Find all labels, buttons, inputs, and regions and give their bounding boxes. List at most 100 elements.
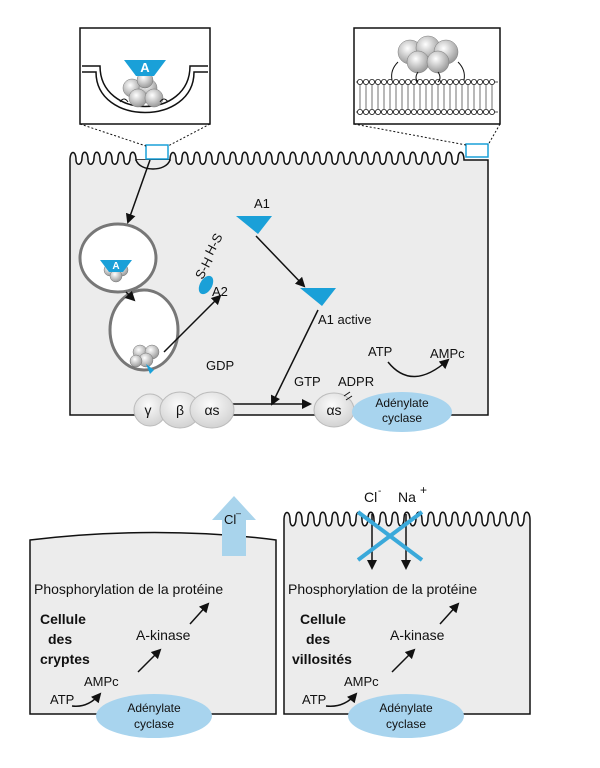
villus-ampc-label: AMPc: [344, 674, 379, 689]
g-protein-left: γ β αs: [133, 391, 235, 429]
crypt-cell: Cl – Phosphorylation de la protéine Cell…: [29, 496, 277, 738]
a1-active-icon: [300, 288, 336, 306]
lipid-head-icon: [440, 109, 447, 116]
inset-marker-left: [145, 144, 169, 160]
ampc-top-label: AMPc: [430, 346, 465, 361]
lipid-head-icon: [452, 79, 459, 86]
lipid-head-icon: [422, 79, 429, 86]
beta-label: β: [176, 402, 184, 418]
toxin-label: A: [140, 60, 150, 75]
lipid-head-icon: [458, 79, 465, 86]
villus-adenylate-label-1: Adénylate: [379, 701, 433, 715]
lipid-head-icon: [374, 109, 381, 116]
lipid-head-icon: [386, 79, 393, 86]
lipid-head-icon: [356, 109, 363, 116]
lipid-head-icon: [488, 79, 495, 86]
lipid-head-icon: [464, 79, 471, 86]
lipid-head-icon: [362, 109, 369, 116]
lipid-head-icon: [404, 109, 411, 116]
lipid-head-icon: [446, 79, 453, 86]
gtp-label: GTP: [294, 374, 321, 389]
villus-na-label: Na: [398, 489, 416, 505]
inset-right: [353, 27, 501, 146]
lipid-head-icon: [488, 109, 495, 116]
lipid-head-icon: [422, 109, 429, 116]
crypt-adenylate-label-1: Adénylate: [127, 701, 181, 715]
lipid-head-icon: [380, 109, 387, 116]
lipid-head-icon: [368, 79, 375, 86]
a2-label: A2: [212, 284, 228, 299]
villus-cell-label-3: villosités: [292, 651, 352, 667]
crypt-kinase-label: A-kinase: [136, 627, 191, 643]
villus-na-sup: +: [420, 483, 427, 497]
block-cross-icon: [356, 510, 424, 562]
lipid-head-icon: [392, 109, 399, 116]
a2-subunit-icon: [198, 275, 214, 295]
villus-atp-label: ATP: [302, 692, 326, 707]
crypt-cl-sup: –: [236, 508, 241, 518]
villus-kinase-label: A-kinase: [390, 627, 445, 643]
lipid-head-icon: [416, 79, 423, 86]
crypt-adenylate-label-2: cyclase: [134, 717, 174, 731]
crypt-cell-label-1: Cellule: [40, 611, 86, 627]
lipid-head-icon: [476, 79, 483, 86]
inset-marker-right: [465, 143, 489, 158]
lipid-head-icon: [398, 109, 405, 116]
crypt-cl-label: Cl: [224, 512, 236, 527]
gamma-label: γ: [145, 402, 152, 418]
lipid-head-icon: [404, 79, 411, 86]
gdp-label: GDP: [206, 358, 234, 373]
adenylate-label-1: Adénylate: [375, 396, 429, 410]
toxin-a-subunit-icon: [124, 60, 166, 76]
lipid-head-icon: [416, 109, 423, 116]
lipid-head-icon: [368, 109, 375, 116]
alpha-s-right-label: αs: [326, 402, 341, 418]
villus-cl-label: Cl: [364, 489, 377, 505]
villus-phospho-label: Phosphorylation de la protéine: [288, 581, 477, 597]
lipid-head-icon: [470, 79, 477, 86]
villus-adenylate-label-2: cyclase: [386, 717, 426, 731]
crypt-ampc-label: AMPc: [84, 674, 119, 689]
villus-cell: Cl - Na + Phosphorylation de la protéine…: [283, 483, 531, 738]
crypt-cell-label-2: des: [48, 631, 72, 647]
a1-subunit-icon: [236, 216, 272, 234]
villus-cell-label-2: des: [306, 631, 330, 647]
lipid-head-icon: [386, 109, 393, 116]
lipid-head-icon: [476, 109, 483, 116]
lipid-head-icon: [440, 79, 447, 86]
a1-label: A1: [254, 196, 270, 211]
lipid-head-icon: [428, 109, 435, 116]
lipid-head-icon: [374, 79, 381, 86]
atp-top-label: ATP: [368, 344, 392, 359]
lipid-head-icon: [380, 79, 387, 86]
chloride-export-arrow-icon: [212, 496, 256, 556]
alpha-s-left-label: αs: [204, 402, 219, 418]
crypt-phospho-label: Phosphorylation de la protéine: [34, 581, 223, 597]
villus-cl-sup: -: [378, 486, 381, 497]
lipid-head-icon: [434, 109, 441, 116]
lipid-head-icon: [428, 79, 435, 86]
adpr-label: ADPR: [338, 374, 374, 389]
alpha-s-active: αs: [313, 391, 355, 428]
lipid-head-icon: [356, 79, 363, 86]
endosome-toxin-label: A: [112, 261, 119, 272]
crypt-atp-label: ATP: [50, 692, 74, 707]
toxin-a-subunit-icon: [100, 260, 132, 272]
lipid-head-icon: [482, 79, 489, 86]
lipid-head-icon: [470, 109, 477, 116]
lipid-head-icon: [398, 79, 405, 86]
arrows-top: [124, 159, 450, 409]
lipid-head-icon: [482, 109, 489, 116]
lipid-head-icon: [446, 109, 453, 116]
adenylate-cyclase-top: Adénylate cyclase: [352, 392, 452, 432]
a1-active-label: A1 active: [318, 312, 371, 327]
lipid-head-icon: [392, 79, 399, 86]
lipid-head-icon: [410, 79, 417, 86]
lipid-head-icon: [458, 109, 465, 116]
adenylate-label-2: cyclase: [382, 411, 422, 425]
lipid-head-icon: [452, 109, 459, 116]
villus-cell-label-1: Cellule: [300, 611, 346, 627]
endosome-lower: [108, 288, 180, 374]
inset-left: A: [79, 27, 211, 147]
